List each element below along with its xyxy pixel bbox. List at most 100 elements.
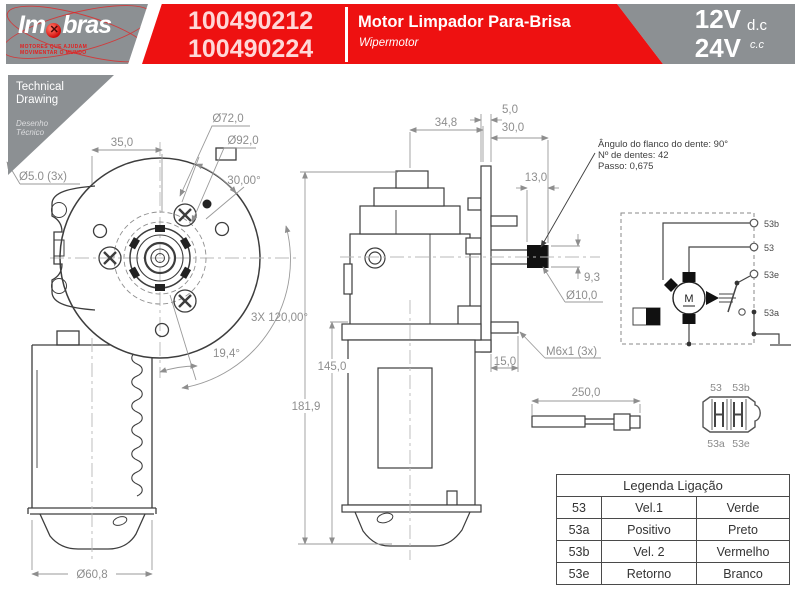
- dim-dia72: Ø72,0: [212, 113, 243, 125]
- corner-title-line1: Technical: [16, 81, 64, 93]
- motor-symbol-label: M: [684, 293, 693, 305]
- front-view-gearbox: [50, 142, 300, 562]
- table-row: 53b Vel. 2 Vermelho: [556, 540, 790, 563]
- dim-35: 35,0: [111, 137, 133, 149]
- cell-terminal: 53b: [556, 540, 602, 563]
- mounting-stud-top: [490, 215, 518, 227]
- front-view: [27, 142, 300, 562]
- table-row: 53a Positivo Preto: [556, 518, 790, 541]
- cell-color: Verde: [696, 496, 790, 519]
- schematic-label-53b: 53b: [764, 219, 779, 229]
- terminal-53a-node: [751, 309, 757, 315]
- threaded-shaft-tip: [527, 245, 548, 268]
- side-view-motor-body: [340, 256, 600, 560]
- product-title: Motor Limpador Para-Brisa: [358, 13, 571, 31]
- cable-length-dim: 250,0: [572, 387, 601, 399]
- schematic-label-53e: 53e: [764, 270, 779, 280]
- voltage-12v: 12V: [694, 4, 741, 34]
- logo-tagline-line1: MOTORES QUE AJUDAM: [20, 44, 88, 50]
- dim-angle194: 19,4°: [213, 348, 240, 360]
- cell-color: Branco: [696, 562, 790, 585]
- logo-globe-icon: ✕: [46, 23, 62, 38]
- cell-terminal: 53: [556, 496, 602, 519]
- dim-348: 34,8: [435, 117, 457, 129]
- logo-tagline-line2: MOVIMENTAR O MUNDO: [20, 50, 87, 56]
- dim-130: 13,0: [525, 172, 547, 184]
- side-view: [340, 165, 600, 560]
- brush-top: [682, 272, 696, 282]
- mounting-stud-bottom: [490, 321, 519, 334]
- side-view-gearbox: [343, 170, 482, 329]
- cell-function: Positivo: [601, 518, 697, 541]
- cell-function: Vel. 2: [601, 540, 697, 563]
- side-view-dim-labels: 34,8 5,0 30,0 13,0 9,3 Ø10,0 M6x1 (3x) 1…: [292, 104, 600, 413]
- dim-150: 15,0: [494, 356, 516, 368]
- schematic-label-53: 53: [764, 243, 774, 253]
- product-subtitle: Wipermotor: [359, 37, 419, 49]
- dim-93: 9,3: [584, 272, 600, 284]
- diode-diamond-icon: [664, 278, 678, 292]
- part-number-2: 100490224: [188, 35, 314, 63]
- dim-300: 30,0: [502, 122, 524, 134]
- gear-note-line2: Nº de dentes: 42: [598, 150, 669, 161]
- table-row: 53e Retorno Branco: [556, 562, 790, 585]
- legend-table: Legenda Ligação 53 Vel.1 Verde 53a Posit…: [556, 474, 790, 585]
- legend-header-row: Legenda Ligação: [556, 474, 790, 497]
- wiring-schematic: M 53b 53 53e 53a: [620, 212, 791, 347]
- current-type-cc: c.c: [750, 39, 765, 51]
- corner-subtitle-line2: Técnico: [16, 128, 45, 137]
- logo-panel: Im✕bras MOTORES QUE AJUDAM MOVIMENTAR O …: [6, 4, 148, 64]
- terminal-53-node: [749, 242, 759, 252]
- dim-145: 145,0: [318, 361, 347, 373]
- front-view-side-bracket: [51, 185, 96, 311]
- cable-sleeve: [531, 415, 586, 428]
- front-view-dimensions: [6, 125, 291, 581]
- dim-dia10: Ø10,0: [566, 290, 597, 302]
- voltage-values: 12V 24V: [669, 5, 741, 63]
- brand-text-left: Im: [18, 11, 46, 39]
- brush-bottom: [682, 314, 696, 324]
- cell-color: Vermelho: [696, 540, 790, 563]
- corner-title: Technical Drawing: [16, 81, 64, 107]
- connector-pins: [714, 402, 743, 427]
- corner-title-line2: Drawing: [16, 94, 59, 106]
- corner-subtitle-line1: Desenho: [16, 119, 49, 128]
- side-view-dimensions: [289, 114, 603, 545]
- dim-body-dia: Ø60,8: [76, 569, 107, 581]
- header-divider: [345, 7, 348, 62]
- switch-contact: [738, 308, 746, 316]
- connector-pinout: 53 53b 53a 53e: [702, 382, 761, 450]
- cell-terminal: 53a: [556, 518, 602, 541]
- cable-connector-tip: [629, 415, 641, 429]
- current-type-dc: d.c: [747, 17, 768, 34]
- cable-wires: [585, 418, 614, 425]
- header-banner: 100490212 100490224 Motor Limpador Para-…: [142, 4, 663, 64]
- front-view-dim-labels: 35,0 Ø72,0 Ø92,0 30,00° Ø5.0 (3x) 3X 120…: [19, 113, 308, 581]
- dim-angle30: 30,00°: [227, 175, 260, 187]
- shaft-arrow-icon: [706, 291, 719, 305]
- voltage-24v: 24V: [694, 33, 741, 63]
- corner-subtitle: Desenho Técnico: [16, 119, 48, 137]
- gear-note-line1: Ângulo do flanco do dente: 90°: [598, 139, 728, 150]
- logo-tagline: MOTORES QUE AJUDAM MOVIMENTAR O MUNDO: [20, 44, 87, 56]
- dim-holes-5mm: Ø5.0 (3x): [19, 171, 67, 183]
- pin-label-53a: 53a: [707, 438, 725, 450]
- brand-logo: Im✕bras: [18, 11, 112, 40]
- cell-function: Retorno: [601, 562, 697, 585]
- legend-title: Legenda Ligação: [556, 474, 790, 497]
- gear-note-line3: Passo: 0,675: [598, 161, 653, 172]
- cell-function: Vel.1: [601, 496, 697, 519]
- pin-label-53: 53: [710, 382, 722, 394]
- cell-terminal: 53e: [556, 562, 602, 585]
- cable-assembly: 250,0: [531, 387, 641, 431]
- motor-label-area: [377, 367, 433, 469]
- dim-thread: M6x1 (3x): [546, 346, 597, 358]
- pin-label-53e: 53e: [732, 438, 750, 450]
- dim-181: 181,9: [292, 401, 321, 413]
- part-number-1: 100490212: [188, 7, 314, 35]
- part-numbers: 100490212 100490224: [188, 7, 313, 63]
- brand-text-right: bras: [62, 11, 112, 39]
- cell-color: Preto: [696, 518, 790, 541]
